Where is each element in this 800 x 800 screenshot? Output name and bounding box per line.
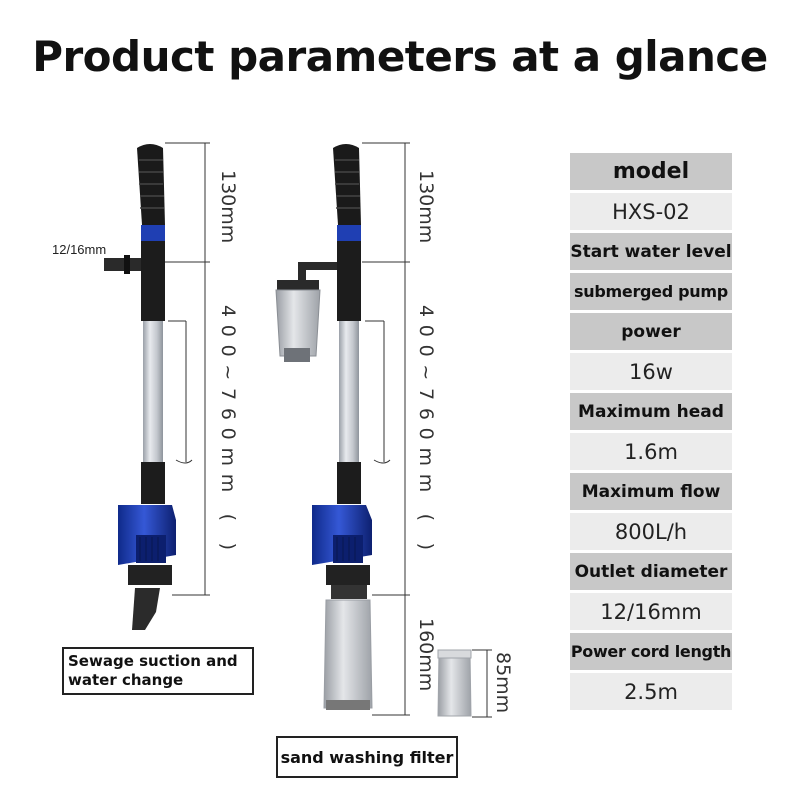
right-dim-160: 160mm <box>415 618 437 691</box>
caption-sand-text: sand washing filter <box>280 747 454 767</box>
spec-label-maximum-head: Maximum head <box>570 393 732 430</box>
spec-value-maximum-head: 1.6m <box>570 433 732 470</box>
left-dim-130: 130mm <box>217 170 239 243</box>
right-dimension-lines <box>362 142 410 716</box>
caption-sewage-suction: Sewage suction and water change <box>62 647 254 695</box>
spec-label-power-cord-length: Power cord length <box>570 633 732 670</box>
spec-label-model: model <box>570 153 732 190</box>
spec-label-outlet-diameter: Outlet diameter <box>570 553 732 590</box>
spec-value-power: 16w <box>570 353 732 390</box>
filter-dim-85: 85mm <box>492 652 514 713</box>
spec-value-model: HXS-02 <box>570 193 732 230</box>
filter-cup <box>437 649 492 718</box>
spec-value-power-cord-length: 2.5m <box>570 673 732 710</box>
left-dim-400-760: 400~760mm ( ) <box>217 305 239 550</box>
spec-label-power: power <box>570 313 732 350</box>
right-sand-filter-product <box>275 144 373 710</box>
caption-sewage-text: Sewage suction and water change <box>68 652 238 689</box>
outlet-size-label: 12/16mm <box>52 242 106 257</box>
page-title: Product parameters at a glance <box>32 32 768 81</box>
spec-label-submerged-pump: submerged pump <box>570 273 732 310</box>
right-dim-400-760: 400~760mm ( ) <box>415 305 437 550</box>
right-dim-130: 130mm <box>415 170 437 243</box>
spec-table: model HXS-02 Start water level submerged… <box>570 153 732 713</box>
spec-value-outlet-diameter: 12/16mm <box>570 593 732 630</box>
left-dimension-lines <box>165 142 210 596</box>
caption-sand-washing: sand washing filter <box>276 736 458 778</box>
spec-label-maximum-flow: Maximum flow <box>570 473 732 510</box>
left-siphon-product <box>104 144 176 630</box>
spec-label-start-water-level: Start water level <box>570 233 732 270</box>
spec-value-maximum-flow: 800L/h <box>570 513 732 550</box>
